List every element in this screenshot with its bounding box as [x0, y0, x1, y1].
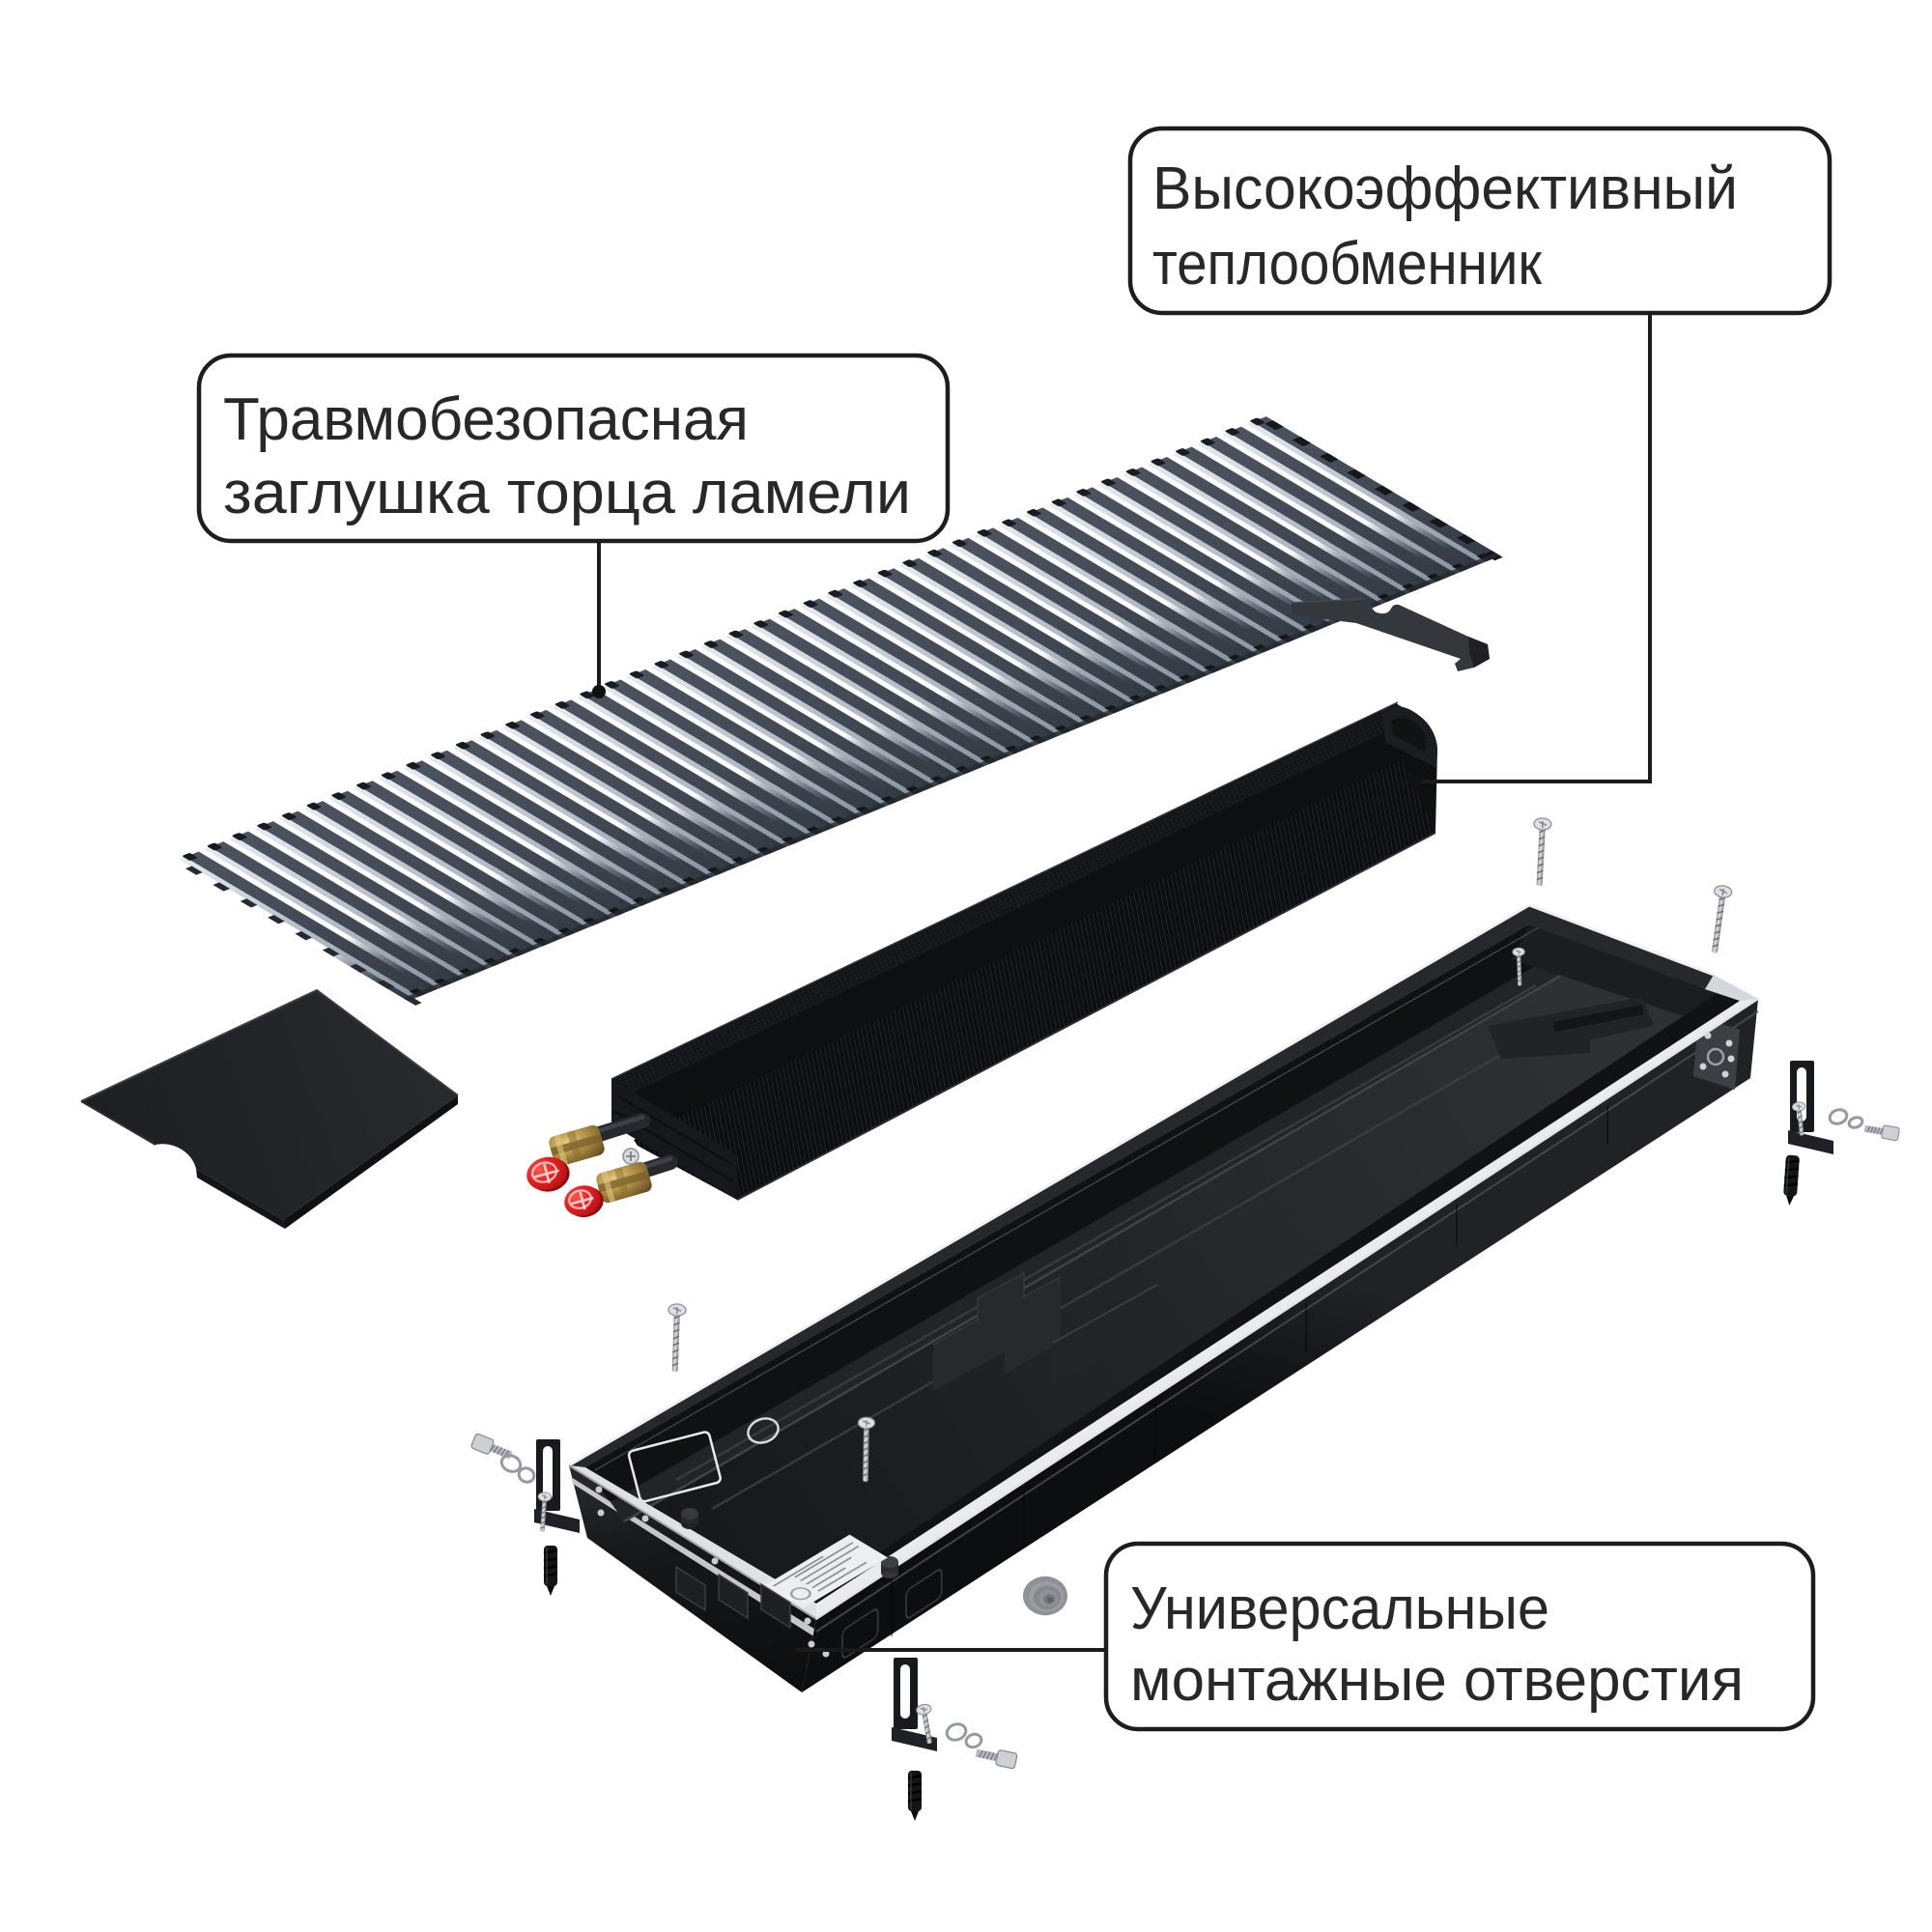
svg-text:Травмобезопасная: Травмобезопасная: [223, 386, 749, 453]
svg-text:монтажные отверстия: монтажные отверстия: [1130, 1647, 1744, 1714]
svg-text:теплообменник: теплообменник: [1152, 231, 1543, 298]
svg-text:заглушка торца ламели: заглушка торца ламели: [223, 460, 911, 526]
svg-text:Универсальные: Универсальные: [1130, 1576, 1549, 1642]
svg-text:Высокоэффективный: Высокоэффективный: [1152, 156, 1738, 222]
